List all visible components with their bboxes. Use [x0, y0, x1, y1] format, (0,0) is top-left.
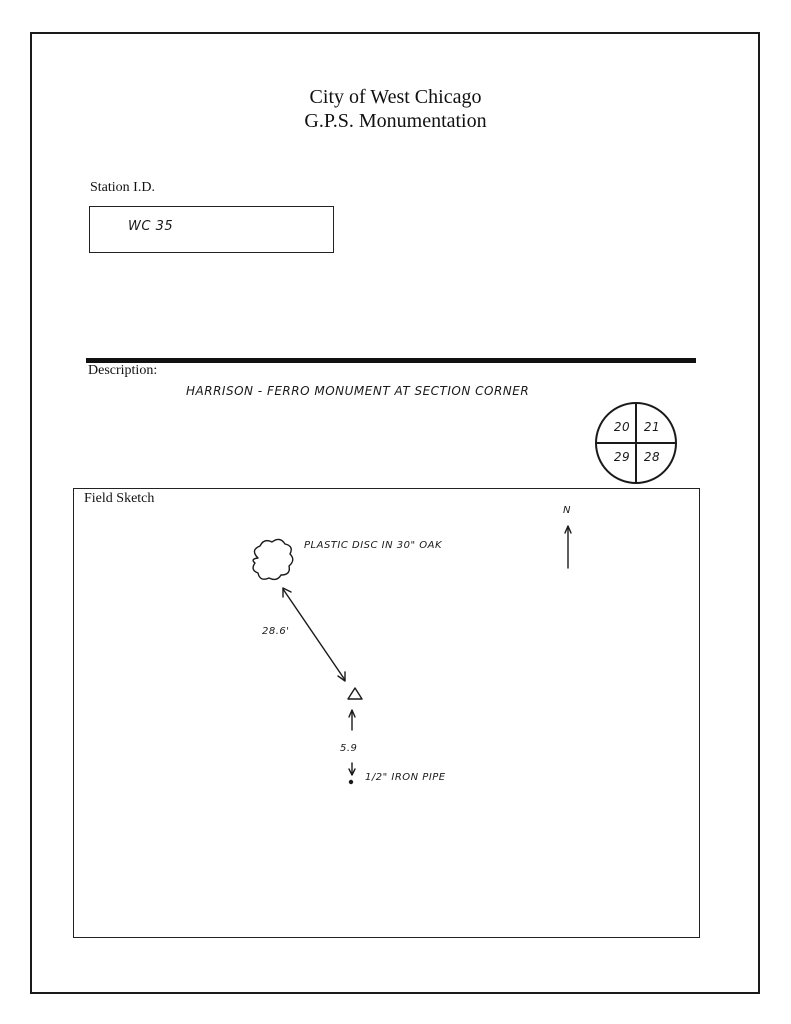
- section-number-bottom-right: 28: [643, 450, 661, 464]
- title-form: G.P.S. Monumentation: [304, 110, 487, 132]
- tree-distance-label: 28.6': [262, 626, 290, 637]
- station-id-value: WC 35: [128, 219, 174, 234]
- page-corner-fold: [751, 0, 791, 64]
- section-number-top-left: 20: [613, 420, 631, 434]
- section-divider: [86, 358, 696, 363]
- station-id-label: Station I.D.: [90, 180, 155, 195]
- title-city: City of West Chicago: [309, 86, 482, 108]
- field-sketch-box: [73, 488, 700, 938]
- description-text: HARRISON - FERRO MONUMENT AT SECTION COR…: [186, 384, 530, 398]
- field-sketch-label: Field Sketch: [84, 491, 155, 506]
- section-number-top-right: 21: [643, 420, 661, 434]
- tree-note: PLASTIC DISC IN 30" OAK: [304, 540, 443, 551]
- north-label: N: [563, 505, 571, 516]
- form-border: [30, 32, 760, 994]
- section-corner-diagram: 20 21 29 28: [595, 402, 677, 484]
- section-number-bottom-left: 29: [613, 450, 631, 464]
- station-id-field: WC 35: [89, 206, 334, 253]
- section-divider-horizontal: [597, 442, 675, 444]
- description-label: Description:: [88, 363, 158, 378]
- pipe-note: 1/2" IRON PIPE: [365, 772, 446, 783]
- pipe-distance-label: 5.9: [340, 743, 358, 754]
